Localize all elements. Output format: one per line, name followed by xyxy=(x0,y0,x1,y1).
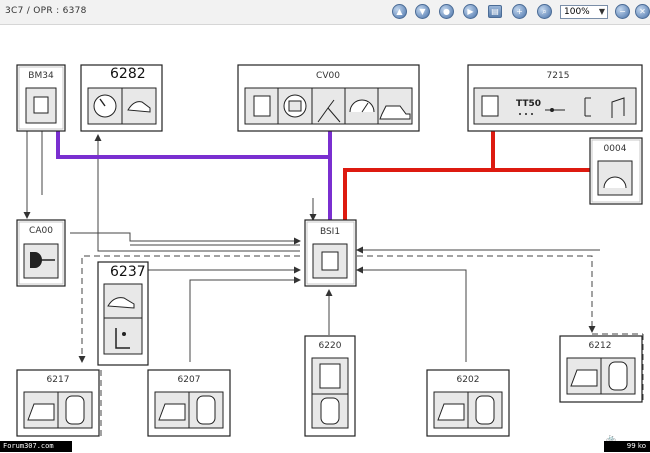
connectors xyxy=(23,130,600,362)
zoom-out-button[interactable]: − xyxy=(615,4,630,19)
component-6217[interactable]: 6217 xyxy=(16,369,100,437)
connector-ca00-bsi xyxy=(70,232,301,245)
component-0004[interactable]: 0004 xyxy=(589,137,643,205)
component-6237[interactable]: 6237 xyxy=(97,261,149,366)
zoom-in-icon: + xyxy=(516,6,523,16)
print-button[interactable]: ▤ xyxy=(488,5,502,18)
label-6217: 6217 xyxy=(47,375,70,385)
site-badge: Forum307.com xyxy=(0,441,72,452)
connector-bsi-6282 xyxy=(94,134,300,252)
nav-up-button[interactable]: ▲ xyxy=(392,4,407,19)
nav-down-icon: ▼ xyxy=(419,6,426,16)
label-bm34: BM34 xyxy=(28,71,54,81)
label-6282: 6282 xyxy=(110,66,146,82)
nav-down-button[interactable]: ▼ xyxy=(415,4,430,19)
breadcrumb: 3C7 / OPR : 6378 xyxy=(5,6,87,16)
connector-6207-bsi xyxy=(189,276,301,362)
label-6207: 6207 xyxy=(178,375,201,385)
magnifier-button[interactable]: ⌕ xyxy=(537,4,552,19)
component-6220[interactable]: 6220 xyxy=(304,335,356,437)
label-bsi1: BSI1 xyxy=(320,227,340,237)
nav-next-button[interactable]: ▶ xyxy=(463,4,478,19)
zoom-out-icon: − xyxy=(619,6,626,16)
label-7215-display: TT50 xyxy=(516,99,541,109)
label-6237: 6237 xyxy=(110,264,146,280)
component-bsi1[interactable]: BSI1 xyxy=(304,219,357,287)
chevron-down-icon: ▼ xyxy=(598,7,605,16)
label-6212: 6212 xyxy=(589,341,612,351)
zoom-select[interactable]: 100% ▼ xyxy=(560,5,608,19)
nav-first-button[interactable]: ● xyxy=(439,4,454,19)
file-size-badge: 99 ko xyxy=(604,441,650,452)
print-icon: ▤ xyxy=(491,7,499,16)
wiring-diagram: BM34 6282 CV00 7215 TT50 xyxy=(16,64,644,438)
component-6202[interactable]: 6202 xyxy=(426,369,510,437)
red-bus xyxy=(343,128,495,222)
component-6282[interactable]: 6282 xyxy=(80,64,163,132)
dashed-bsi-6217 xyxy=(78,255,300,363)
component-cv00[interactable]: CV00 xyxy=(237,64,420,132)
dashed-bsi-6212 xyxy=(357,255,596,333)
component-6207[interactable]: 6207 xyxy=(147,369,231,437)
label-cv00: CV00 xyxy=(316,71,340,81)
component-6212[interactable]: 6212 xyxy=(559,335,643,403)
nav-next-icon: ▶ xyxy=(467,6,474,16)
close-icon: ✕ xyxy=(639,6,646,16)
purple-bus xyxy=(56,128,330,159)
car-trunk-icon xyxy=(127,101,151,113)
nav-first-icon: ● xyxy=(443,6,450,16)
6237-icons xyxy=(103,283,143,355)
magnifier-icon: ⌕ xyxy=(542,6,547,16)
zoom-value: 100% xyxy=(564,7,590,17)
connector-6202-bsi xyxy=(356,266,467,362)
toolbar: 3C7 / OPR : 6378 ▲ ▼ ● ▶ ▤ + ⌕ 100% ▼ − … xyxy=(0,0,650,25)
component-7215[interactable]: 7215 TT50 xyxy=(467,64,643,132)
component-ca00[interactable]: CA00 xyxy=(16,219,66,287)
7215-icons xyxy=(473,87,637,125)
label-6220: 6220 xyxy=(319,341,342,351)
nav-up-icon: ▲ xyxy=(396,6,403,16)
component-bm34[interactable]: BM34 xyxy=(16,64,66,132)
label-ca00: CA00 xyxy=(29,226,53,236)
bike-icon: 🚲 xyxy=(606,433,616,442)
label-0004: 0004 xyxy=(604,144,627,154)
label-6202: 6202 xyxy=(457,375,480,385)
zoom-in-button[interactable]: + xyxy=(512,4,527,19)
close-button[interactable]: ✕ xyxy=(635,4,650,19)
label-7215: 7215 xyxy=(547,71,570,81)
